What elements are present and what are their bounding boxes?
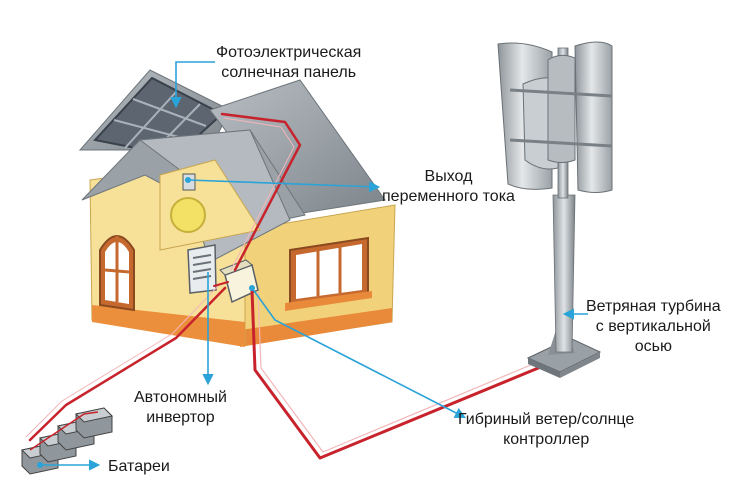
label-hybrid-controller: Гибриный ветер/солнце контроллер <box>458 410 634 450</box>
arched-window <box>99 235 135 312</box>
label-line: контроллер <box>503 431 590 448</box>
leader-hybrid-controller <box>251 287 466 419</box>
turbine-blade <box>547 54 576 163</box>
cable-controller-turbine <box>250 288 550 460</box>
label-line: Ветряная турбина <box>586 298 721 315</box>
turbine-blade <box>574 41 613 193</box>
label-line: осью <box>634 338 672 355</box>
house <box>78 69 396 347</box>
house-base-front <box>92 305 245 347</box>
label-line: Батареи <box>108 458 170 475</box>
label-solar-panel: Фотоэлектрическая солнечная панель <box>216 43 361 83</box>
label-line: Гибриный ветер/солнце <box>458 411 635 428</box>
label-line: Выход <box>424 168 473 185</box>
round-window <box>170 197 206 233</box>
leader-lines <box>40 61 588 471</box>
side-window <box>285 236 372 311</box>
leader-ac-output <box>187 179 381 193</box>
label-inverter: Автономный инвертор <box>134 388 227 428</box>
leader-solar-panel <box>170 61 215 109</box>
house-base-side <box>240 308 392 347</box>
label-batteries: Батареи <box>108 457 170 477</box>
label-line: инвертор <box>146 409 215 426</box>
label-line: Автономный <box>134 389 227 406</box>
cable-panel-controller <box>220 112 302 272</box>
label-line: солнечная панель <box>221 64 357 81</box>
inverter-box <box>187 244 217 294</box>
battery-cell <box>74 407 114 439</box>
batteries <box>20 407 114 475</box>
label-line: с вертикальной <box>595 318 711 335</box>
label-wind-turbine: Ветряная турбина с вертикальной осью <box>586 297 721 357</box>
label-line: Фотоэлектрическая <box>216 44 362 61</box>
label-line: переменного тока <box>382 188 515 205</box>
cable-inverter-batteries <box>28 286 227 442</box>
cables <box>25 112 550 460</box>
turbine-pole <box>552 194 576 353</box>
wind-turbine <box>497 41 613 378</box>
label-ac-output: Выход переменного тока <box>382 167 515 207</box>
